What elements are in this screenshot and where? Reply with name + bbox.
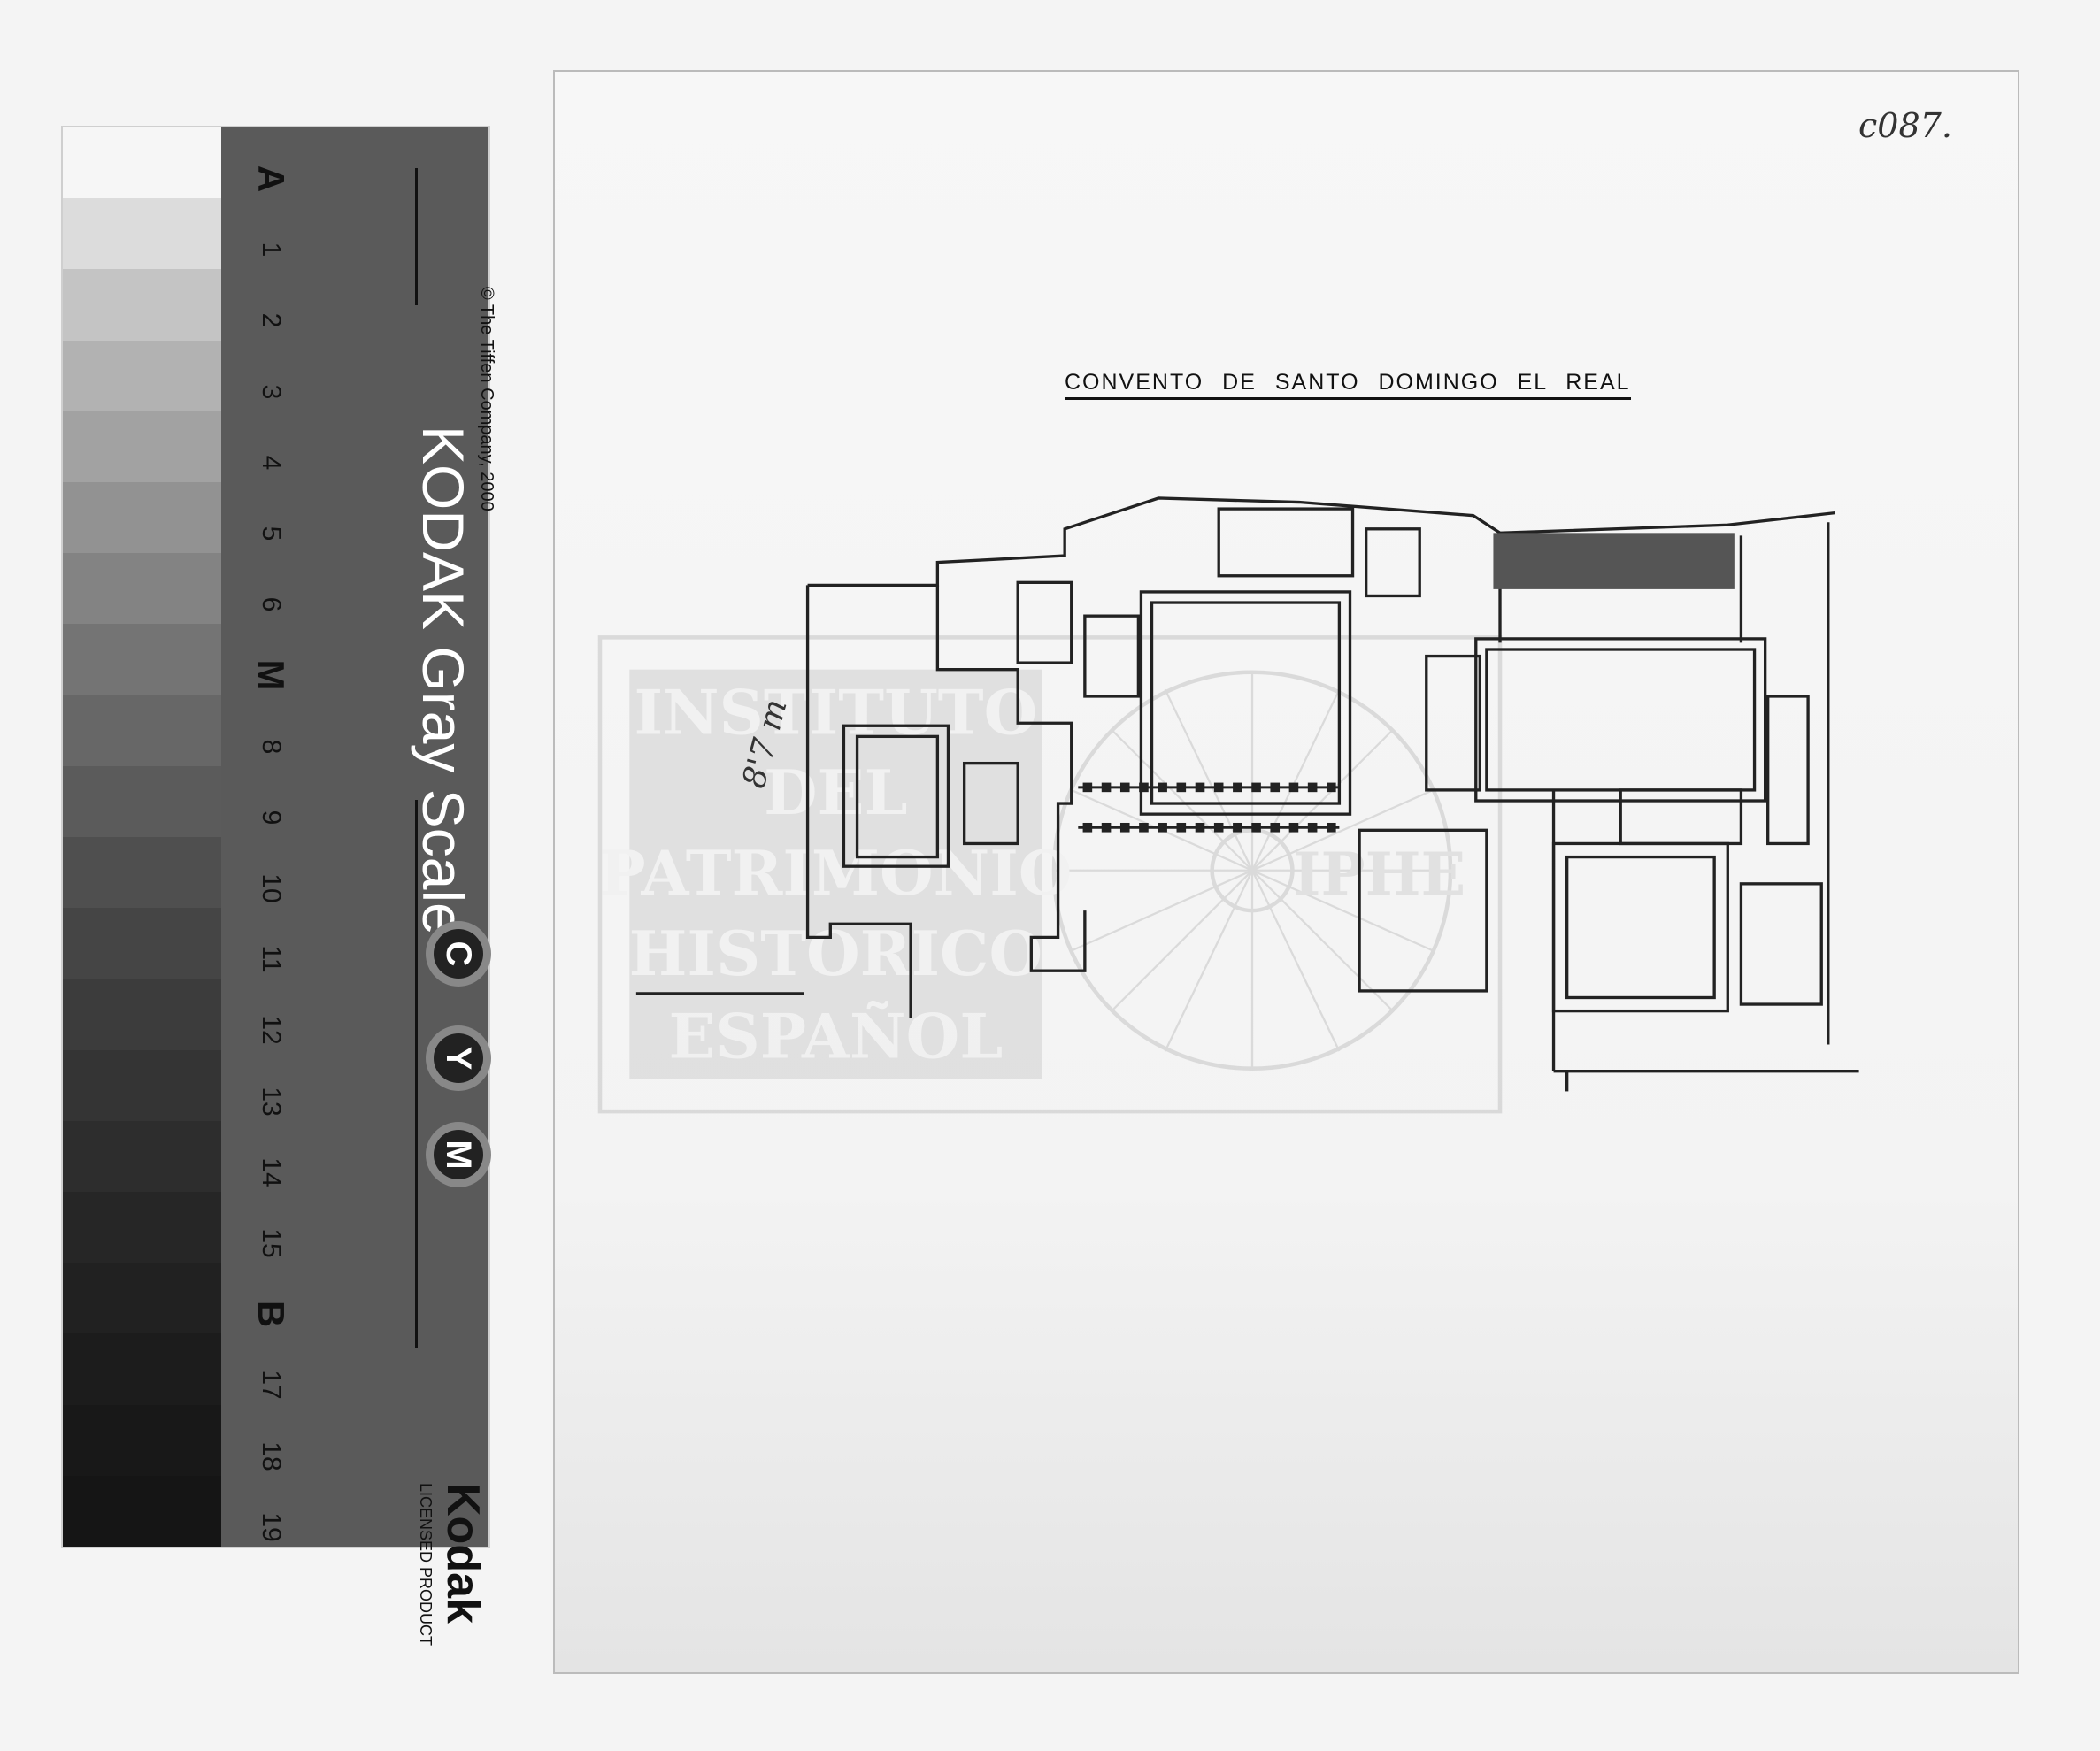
column-mark <box>1270 822 1281 833</box>
gray-patches <box>63 127 221 1547</box>
rule-line <box>415 800 418 1348</box>
watermark-line: INSTITUTO <box>634 677 1037 749</box>
column-mark <box>1327 782 1336 793</box>
rule-line <box>415 168 418 305</box>
column-mark <box>1251 782 1261 793</box>
gray-patch <box>63 127 221 199</box>
cyan-dot: C <box>426 921 491 987</box>
gray-patch <box>63 198 221 270</box>
column-mark <box>1327 822 1336 833</box>
column-mark <box>1213 782 1224 793</box>
watermark-line: ESPAÑOL <box>668 1001 1003 1073</box>
watermark: INSTITUTO DEL PATRIMONIO HISTORICO ESPAÑ… <box>597 635 1503 1114</box>
column-mark <box>1139 822 1149 833</box>
column-rows <box>1078 782 1340 833</box>
gray-patch <box>63 908 221 979</box>
gray-patch <box>63 765 221 837</box>
magenta-dot: M <box>426 1122 491 1187</box>
gray-patch <box>63 1475 221 1547</box>
gray-patch <box>63 1120 221 1192</box>
gray-patch <box>63 1192 221 1263</box>
watermark-line: DEL <box>764 757 907 829</box>
column-mark <box>1233 822 1242 833</box>
gray-patch <box>63 340 221 411</box>
column-mark <box>1101 822 1112 833</box>
column-mark <box>1119 822 1130 833</box>
column-mark <box>1158 782 1167 793</box>
gray-patch <box>63 1049 221 1121</box>
gray-patch <box>63 553 221 625</box>
gray-patch <box>63 269 221 341</box>
document-title: CONVENTO DE SANTO DOMINGO EL REAL <box>1065 370 1631 400</box>
gray-patch <box>63 482 221 554</box>
column-mark <box>1082 782 1093 793</box>
reference-number: c087. <box>1858 106 1952 145</box>
kodak-gray-scale-card: KODAK Gray Scale © The Tiffen Company, 2… <box>63 127 496 1646</box>
gray-patch <box>63 1333 221 1405</box>
column-mark <box>1288 782 1299 793</box>
column-mark <box>1251 822 1261 833</box>
gray-patch <box>63 695 221 766</box>
yellow-dot: Y <box>426 1025 491 1091</box>
column-mark <box>1307 822 1318 833</box>
column-mark <box>1158 822 1167 833</box>
column-mark <box>1176 782 1187 793</box>
column-mark <box>1176 822 1187 833</box>
gray-patch <box>63 837 221 909</box>
column-mark <box>1270 782 1281 793</box>
gray-patch <box>63 1404 221 1476</box>
gray-patch <box>63 411 221 482</box>
column-mark <box>1082 822 1093 833</box>
plan-walls <box>635 496 1859 1092</box>
column-mark <box>1139 782 1149 793</box>
gray-patch <box>63 624 221 695</box>
document-sheet <box>553 70 2019 1674</box>
column-mark <box>1195 822 1205 833</box>
gray-patch <box>63 979 221 1050</box>
column-mark <box>1195 782 1205 793</box>
gray-patch <box>63 1263 221 1334</box>
column-mark <box>1119 782 1130 793</box>
column-mark <box>1213 822 1224 833</box>
watermark-logo: IPHE <box>1293 839 1465 909</box>
column-mark <box>1101 782 1112 793</box>
watermark-line: PATRIMONIO <box>599 838 1072 910</box>
column-mark <box>1233 782 1242 793</box>
hatched-area <box>1493 533 1735 589</box>
column-mark <box>1288 822 1299 833</box>
watermark-line: HISTORICO <box>629 918 1042 990</box>
column-mark <box>1307 782 1318 793</box>
